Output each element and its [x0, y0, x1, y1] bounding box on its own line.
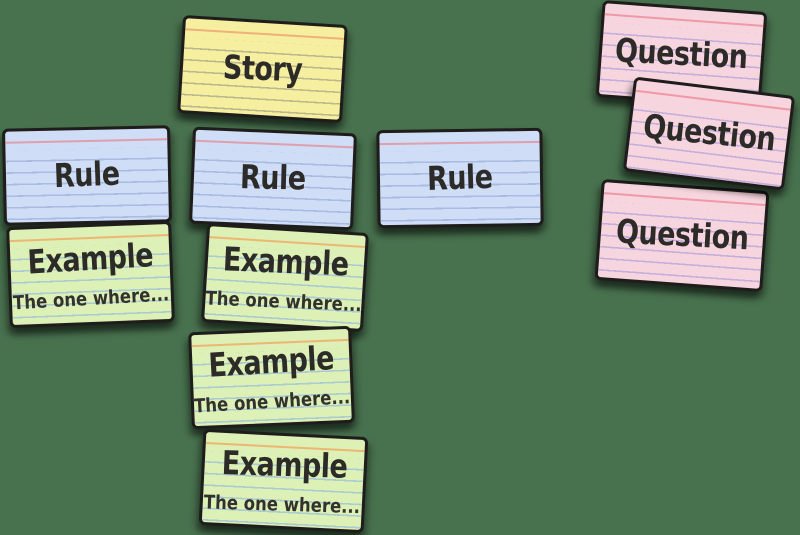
card-top-rule-line	[379, 140, 540, 146]
example-card-1[interactable]: Example The one where...	[6, 220, 175, 329]
example-card-label: Example	[207, 339, 335, 385]
story-card[interactable]: Story	[177, 15, 348, 123]
example-card-4[interactable]: Example The one where...	[198, 428, 369, 534]
example-card-label: Example	[220, 444, 348, 487]
question-card-label: Question	[614, 213, 750, 258]
card-top-rule-line	[195, 139, 354, 149]
example-card-2[interactable]: Example The one where...	[201, 223, 369, 332]
rule-card-label: Rule	[53, 155, 121, 196]
rule-card-2[interactable]: Rule	[189, 126, 357, 231]
example-card-label: Example	[26, 236, 154, 282]
question-card-label: Question	[614, 32, 749, 77]
question-card-2[interactable]: Question	[622, 76, 796, 191]
rule-card-1[interactable]: Rule	[2, 125, 172, 226]
example-card-label: Example	[222, 240, 350, 284]
card-top-rule-line	[5, 138, 168, 144]
rule-card-3[interactable]: Rule	[376, 127, 544, 229]
question-card-3[interactable]: Question	[594, 178, 770, 293]
story-card-label: Story	[221, 48, 304, 90]
example-card-3[interactable]: Example The one where...	[188, 325, 355, 430]
rule-card-label: Rule	[426, 157, 494, 199]
rule-card-label: Rule	[239, 158, 307, 199]
